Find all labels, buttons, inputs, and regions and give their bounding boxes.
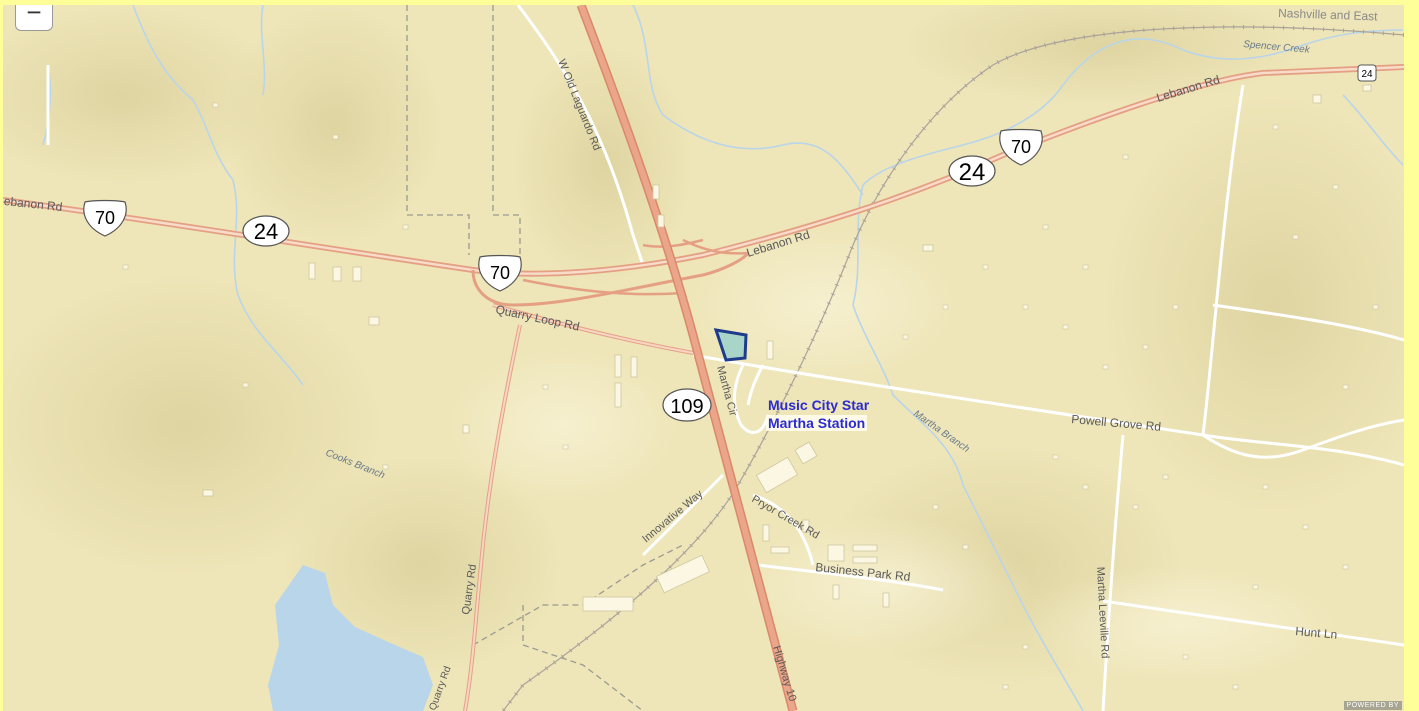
streams (42, 5, 1404, 711)
shield-us24-right: 24 (948, 155, 996, 187)
buildings (202, 84, 1372, 612)
lake (268, 565, 433, 711)
label-martha-leeville: Martha Leeville Rd (1094, 567, 1111, 659)
shield-us24-left: 24 (242, 215, 290, 247)
shield-sr109: 109 (662, 388, 712, 422)
svg-text:70: 70 (1011, 137, 1031, 157)
shield-r24-small: 24 (1357, 64, 1377, 82)
svg-text:70: 70 (95, 208, 115, 228)
station-label-line1: Music City Star (768, 397, 870, 413)
svg-text:24: 24 (254, 219, 278, 244)
svg-text:70: 70 (490, 263, 510, 283)
station-label[interactable]: Music City Star Martha Station (766, 396, 870, 432)
attribution[interactable]: POWERED BY (1343, 701, 1402, 710)
terrain-shading (3, 5, 1404, 711)
label-lebanon-left: Lebanon Rd (3, 193, 63, 214)
station-parcel[interactable] (713, 328, 748, 362)
map-canvas[interactable]: Lebanon Rd Lebanon Rd Lebanon Rd Nashvil… (3, 5, 1404, 711)
minor-roads (46, 5, 1404, 711)
highway-109 (576, 5, 798, 711)
label-nashville-east: Nashville and East (1278, 6, 1378, 23)
shield-i70-mid: 70 (478, 254, 522, 292)
secondary-roads (463, 303, 694, 711)
railroad (501, 24, 1404, 711)
svg-text:24: 24 (1361, 69, 1373, 80)
shield-i70-left: 70 (83, 199, 127, 237)
shield-i70-right: 70 (999, 128, 1043, 166)
small-structures (122, 102, 1379, 690)
station-label-line2: Martha Station (766, 415, 868, 431)
zoom-out-button[interactable]: − (15, 5, 53, 31)
svg-text:109: 109 (670, 396, 703, 418)
minus-icon: − (26, 5, 42, 27)
label-hunt-ln: Hunt Ln (1295, 624, 1338, 642)
map-svg: Lebanon Rd Lebanon Rd Lebanon Rd Nashvil… (3, 5, 1404, 711)
svg-text:24: 24 (959, 159, 986, 186)
